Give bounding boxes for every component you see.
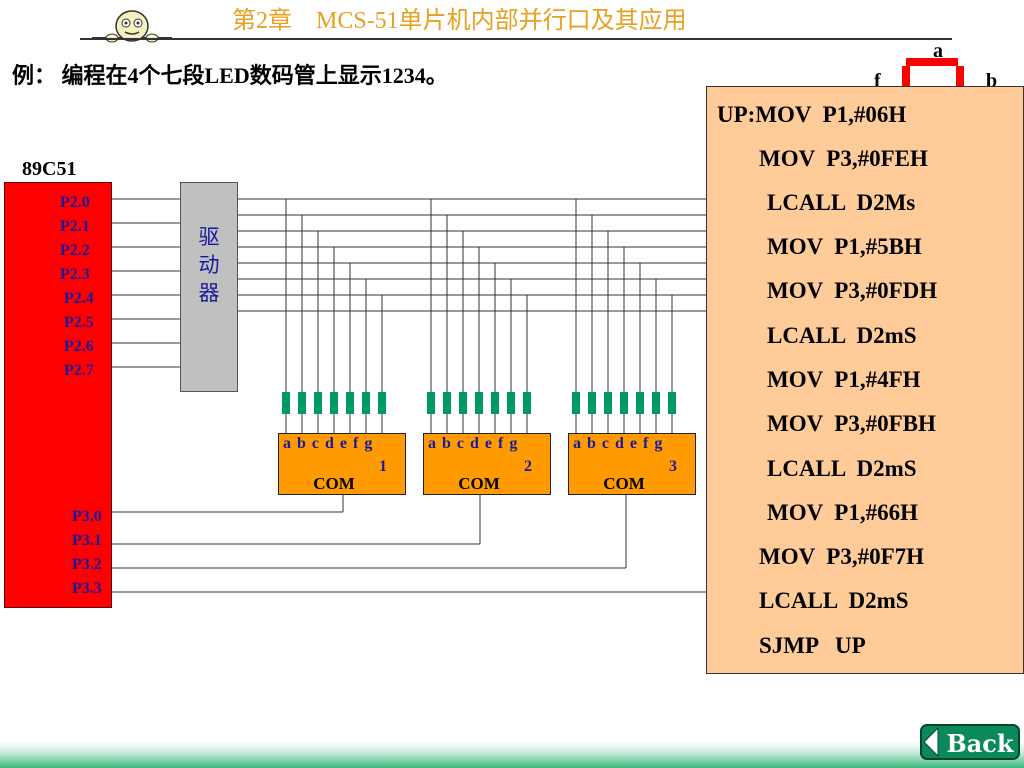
digit-number: 1 (379, 458, 387, 475)
pin-label-p3-1: P3.1 (72, 532, 102, 549)
led-segment (604, 392, 612, 414)
led-segment (362, 392, 370, 414)
com-label: COM (313, 474, 355, 493)
pin-label-p3-0: P3.0 (72, 508, 102, 525)
code-line: MOV P1,#5BH (767, 234, 922, 259)
segment-f-label: f (874, 70, 881, 92)
led-segment (491, 392, 499, 414)
segment-a-label: a (933, 40, 943, 62)
digit-number: 3 (669, 458, 677, 475)
code-line: MOV P3,#0F7H (759, 544, 925, 569)
code-line: LCALL D2mS (767, 456, 917, 481)
pin-label-p2-6: P2.6 (64, 338, 94, 355)
back-arrow-icon (923, 726, 939, 758)
digit-display-1: a b c d e f g 1 COM (278, 433, 406, 495)
led-segment (298, 392, 306, 414)
led-segment (507, 392, 515, 414)
led-segment (330, 392, 338, 414)
led-segment (459, 392, 467, 414)
driver-label: 驱 动 器 (198, 225, 220, 305)
led-segment (475, 392, 483, 414)
led-segment (620, 392, 628, 414)
digit-display-3: a b c d e f g 3 COM (568, 433, 696, 495)
led-segment (378, 392, 386, 414)
pin-label-p2-3: P2.3 (60, 266, 90, 283)
driver-block: 驱 动 器 (180, 182, 238, 392)
digit-display-2: a b c d e f g 2 COM (423, 433, 551, 495)
pin-label-p2-0: P2.0 (60, 194, 90, 211)
code-line: MOV P3,#0FBH (767, 411, 936, 436)
segment-letters: a b c d e f g (573, 435, 664, 452)
code-line: LCALL D2mS (767, 323, 917, 348)
led-segment (588, 392, 596, 414)
led-segment (427, 392, 435, 414)
com-label: COM (458, 474, 500, 493)
code-line: MOV P3,#0FEH (759, 146, 928, 171)
chip-label: 89C51 (22, 158, 77, 180)
code-line: SJMP UP (759, 633, 866, 658)
code-panel: UP:MOV P1,#06H MOV P3,#0FEH LCALL D2Ms M… (706, 86, 1024, 674)
com-label: COM (603, 474, 645, 493)
pin-label-p2-7: P2.7 (64, 362, 94, 379)
code-line: MOV P1,#4FH (767, 367, 921, 392)
code-line: LCALL D2mS (759, 588, 909, 613)
code-line: LCALL D2Ms (767, 190, 916, 215)
segment-letters: a b c d e f g (428, 435, 519, 452)
segment-b-label: b (986, 70, 998, 92)
code-line: UP:MOV P1,#06H (717, 102, 907, 127)
pin-label-p3-3: P3.3 (72, 580, 102, 597)
pin-label-p2-4: P2.4 (64, 290, 94, 307)
pin-label-p2-1: P2.1 (60, 218, 90, 235)
back-button[interactable]: Back (920, 722, 1020, 762)
pin-label-p3-2: P3.2 (72, 556, 102, 573)
led-segment (523, 392, 531, 414)
led-segment (668, 392, 676, 414)
led-segment (282, 392, 290, 414)
pin-label-p2-5: P2.5 (64, 314, 94, 331)
mcu-chip (4, 182, 112, 608)
page-title: 第2章 MCS-51单片机内部并行口及其应用 (232, 8, 687, 34)
footer-gradient-bar (0, 742, 1024, 768)
example-statement: 例： 编程在4个七段LED数码管上显示1234。 (12, 63, 448, 88)
code-line: MOV P3,#0FDH (767, 278, 938, 303)
led-segment (652, 392, 660, 414)
code-line: MOV P1,#66H (767, 500, 918, 525)
title-divider (80, 38, 952, 40)
pin-label-p2-2: P2.2 (60, 242, 90, 259)
led-segment (636, 392, 644, 414)
seven-segment-diagram (902, 58, 964, 88)
led-segment (443, 392, 451, 414)
led-segment (346, 392, 354, 414)
digit-number: 2 (524, 458, 532, 475)
led-segment (572, 392, 580, 414)
led-segment (314, 392, 322, 414)
segment-letters: a b c d e f g (283, 435, 374, 452)
back-button-label: Back (946, 729, 1014, 758)
